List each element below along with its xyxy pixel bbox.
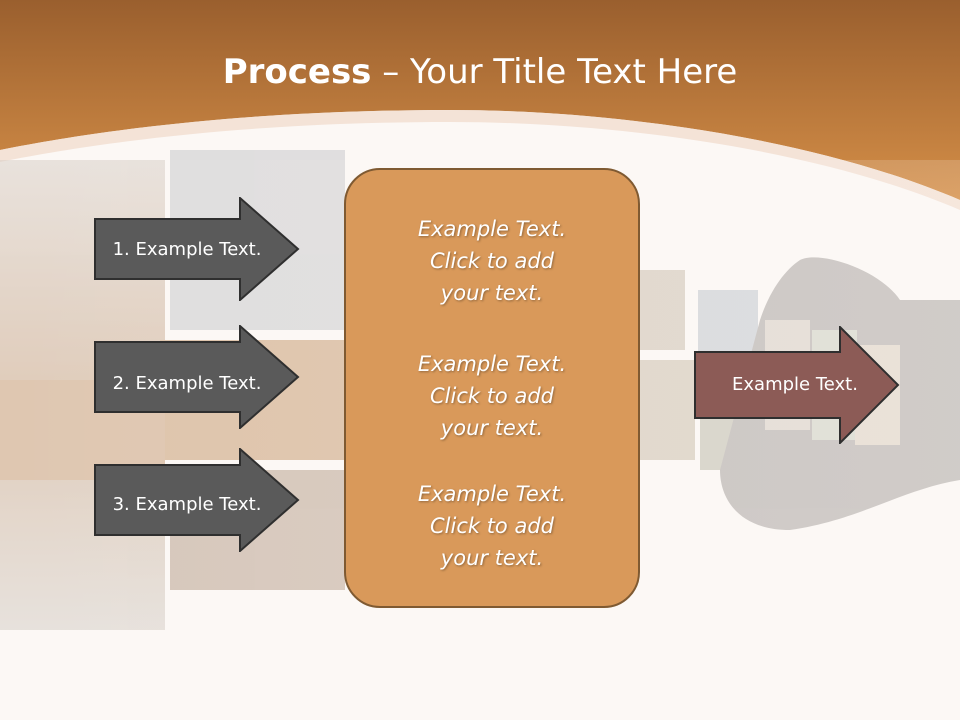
center-text-block-1: Example Text. Click to add your text. [344,213,640,309]
center-line: Example Text. [417,352,567,376]
center-line: Example Text. [417,482,567,506]
output-label: Example Text. [732,373,858,395]
slide-title: Process – Your Title Text Here [0,52,960,92]
header-swoosh [0,110,960,210]
step-arrow-2 [94,325,300,429]
step-label-3: 3. Example Text. [112,493,262,515]
center-line: your text. [440,546,544,570]
center-line: Example Text. [417,217,567,241]
step-label-1: 1. Example Text. [112,238,262,260]
step-arrow-3 [94,448,300,552]
step-arrow-1 [94,197,300,301]
title-rest: – Your Title Text Here [371,52,738,92]
output-arrow [694,326,900,444]
center-line: Click to add [429,384,554,408]
step-label-2: 2. Example Text. [112,372,262,394]
header-band [0,0,960,200]
center-process-box [344,168,640,608]
center-line: your text. [440,281,544,305]
center-text-block-2: Example Text. Click to add your text. [344,348,640,444]
center-text-block-3: Example Text. Click to add your text. [344,478,640,574]
title-bold: Process [222,52,372,92]
center-line: Click to add [429,249,554,273]
center-line: your text. [440,416,544,440]
center-line: Click to add [429,514,554,538]
